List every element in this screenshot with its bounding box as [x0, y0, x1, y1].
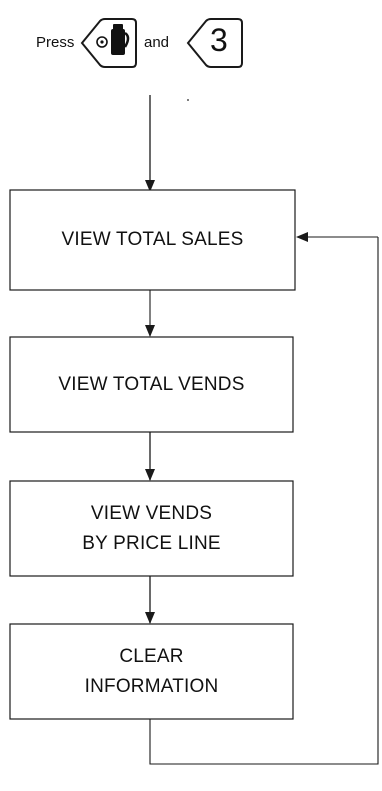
step-label-line: VIEW TOTAL VENDS	[58, 373, 245, 395]
step-clear-information: CLEAR INFORMATION	[10, 624, 293, 719]
box-outline-view-total-vends	[9, 336, 294, 433]
loop-back-connector	[149, 237, 379, 765]
step-label-line: BY PRICE LINE	[82, 532, 221, 554]
press-label: Press	[36, 34, 75, 51]
coffee-key-button[interactable]	[78, 17, 138, 69]
number-3-key-button[interactable]	[184, 17, 244, 69]
box-outline-clear-information	[9, 623, 294, 720]
step-label-line: VIEW VENDS	[90, 502, 213, 524]
and-label: and	[144, 34, 170, 51]
box-outline-view-vends-by-price-line	[9, 480, 294, 577]
scan-dot	[187, 99, 189, 101]
number-3-key-label: 3	[210, 22, 228, 58]
step-view-total-sales: VIEW TOTAL SALES	[10, 190, 295, 290]
step-view-vends-by-price-line: VIEW VENDS BY PRICE LINE	[10, 481, 293, 576]
box-outline-view-total-sales	[9, 189, 296, 291]
step-label-line: CLEAR	[119, 645, 184, 667]
step-label-line: VIEW TOTAL SALES	[61, 229, 244, 250]
step-view-total-vends: VIEW TOTAL VENDS	[10, 337, 293, 432]
step-label-line: INFORMATION	[84, 675, 219, 697]
coffee-pot-icon	[96, 24, 130, 55]
